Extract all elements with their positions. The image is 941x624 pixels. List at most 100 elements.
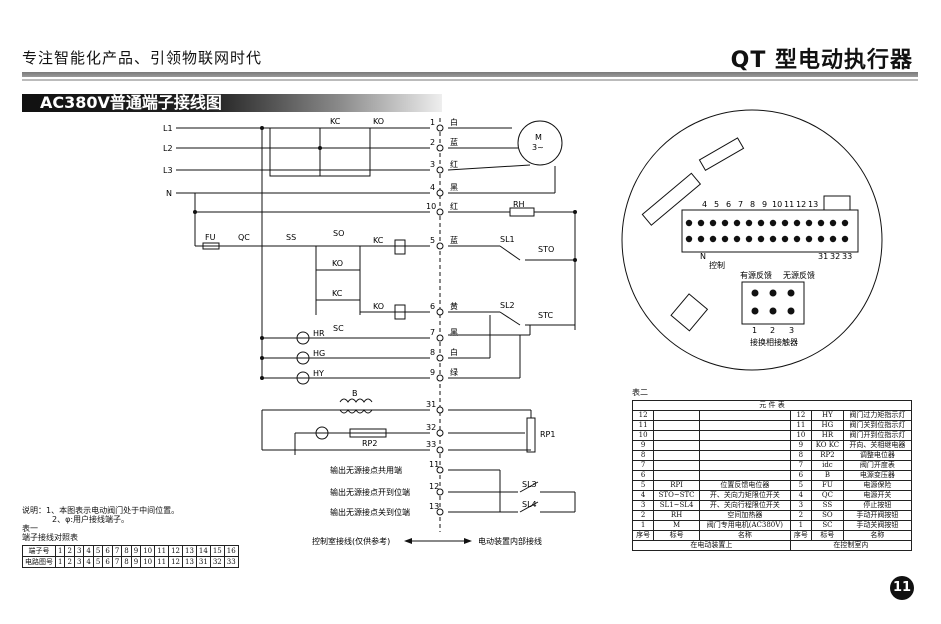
board-num-4: 4 — [702, 200, 707, 209]
cell: 13 — [181, 556, 197, 568]
terminal-row-label: 端子号 — [22, 545, 56, 557]
component-cell: 开向、关相继电器 — [842, 440, 913, 451]
cell: 11 — [154, 556, 170, 568]
component-cell: 9 — [631, 440, 655, 451]
board-num-11: 11 — [784, 200, 794, 209]
cell: 10 — [140, 545, 156, 557]
board-num-8: 8 — [750, 200, 755, 209]
cell: 3 — [73, 545, 85, 557]
component-cell: SO — [811, 510, 844, 521]
component-cell: 4 — [789, 490, 813, 501]
label-so: SO — [333, 229, 344, 238]
label-l3: L3 — [163, 166, 173, 175]
legend-device-internal: 电动装置内部接线 — [478, 536, 542, 546]
component-cell: RP2 — [811, 450, 844, 461]
component-cell: 开、关向行程限位开关 — [698, 500, 791, 511]
component-cell: 停止按钮 — [842, 500, 913, 511]
label-stc: STC — [538, 311, 553, 320]
component-cell: RH — [653, 510, 700, 521]
component-cell: 12 — [789, 410, 813, 421]
color-6: 黄 — [450, 301, 458, 311]
component-header-cell: 标号 — [653, 530, 700, 541]
component-cell — [698, 420, 791, 431]
header-rule — [22, 72, 918, 77]
color-2: 蓝 — [450, 137, 458, 147]
color-3: 红 — [450, 159, 458, 169]
board-num-10: 10 — [772, 200, 782, 209]
component-cell — [653, 440, 700, 451]
board-bottom-2: 2 — [770, 326, 775, 335]
board-bottom-caption: 接换相接触器 — [750, 337, 798, 347]
terminal-31: 31 — [426, 400, 436, 409]
component-cell: 11 — [631, 420, 655, 431]
terminal-12: 12 — [429, 482, 439, 491]
cell: 2 — [64, 556, 75, 568]
component-cell: 9 — [789, 440, 813, 451]
label-ss: SS — [286, 233, 296, 242]
terminal-32: 32 — [426, 423, 436, 432]
label-n: N — [166, 189, 172, 198]
board-num-32: 32 — [830, 252, 840, 261]
cell: 6 — [102, 545, 113, 557]
product-title: QT 型电动执行器 — [730, 48, 913, 73]
component-cell: HG — [811, 420, 844, 431]
component-cell: 阀门关到位指示灯 — [842, 420, 913, 431]
color-9: 绿 — [450, 368, 458, 377]
cell: 10 — [140, 556, 156, 568]
component-cell: 1 — [789, 520, 813, 531]
component-cell: 10 — [631, 430, 655, 441]
component-cell: 阀门过力矩指示灯 — [842, 410, 913, 421]
terminal-9: 9 — [430, 368, 435, 377]
label-ko-aux: KO — [332, 259, 343, 268]
component-cell — [698, 450, 791, 461]
component-cell: 开、关向力矩限位开关 — [698, 490, 791, 501]
component-cell: 3 — [631, 500, 655, 511]
cell: 1 — [54, 556, 66, 568]
terminal-4: 4 — [430, 183, 435, 192]
component-cell: 8 — [789, 450, 813, 461]
component-cell: 6 — [631, 470, 655, 481]
cell: 4 — [83, 545, 94, 557]
board-group-active: 有源反馈 — [740, 270, 772, 280]
color-4: 黑 — [450, 183, 458, 192]
board-num-5: 5 — [714, 200, 719, 209]
label-hr: HR — [313, 329, 325, 338]
cell: 7 — [111, 545, 123, 557]
label-kc-coil: KC — [373, 236, 384, 245]
board-num-9: 9 — [762, 200, 767, 209]
component-cell: 阀门开到位指示灯 — [842, 430, 913, 441]
board-group-passive: 无源反馈 — [783, 270, 815, 280]
table-one-label: 表一 — [22, 524, 38, 533]
component-cell — [698, 430, 791, 441]
component-footer-row: 在电动装置上在控制室内 — [632, 540, 913, 551]
component-cell — [698, 460, 791, 471]
cell: 32 — [209, 556, 225, 568]
cell: 8 — [121, 556, 132, 568]
label-b: B — [352, 389, 358, 398]
component-cell: 5 — [789, 480, 813, 491]
component-cell: 10 — [789, 430, 813, 441]
component-cell — [653, 430, 700, 441]
board-num-13: 13 — [808, 200, 818, 209]
component-cell: 12 — [631, 410, 655, 421]
header-rule-thin — [22, 79, 918, 81]
label-sl3: SL3 — [522, 480, 537, 489]
label-rp2: RP2 — [362, 439, 377, 448]
terminal-5: 5 — [430, 236, 435, 245]
cell: 5 — [92, 556, 104, 568]
cell: 13 — [181, 545, 197, 557]
component-cell: 手动开阀按钮 — [842, 510, 913, 521]
terminal-6: 6 — [430, 302, 435, 311]
component-cell: 电源开关 — [842, 490, 913, 501]
slogan: 专注智能化产品、引领物联网时代 — [22, 49, 263, 67]
component-cell — [653, 470, 700, 481]
label-ko-coil: KO — [373, 302, 384, 311]
